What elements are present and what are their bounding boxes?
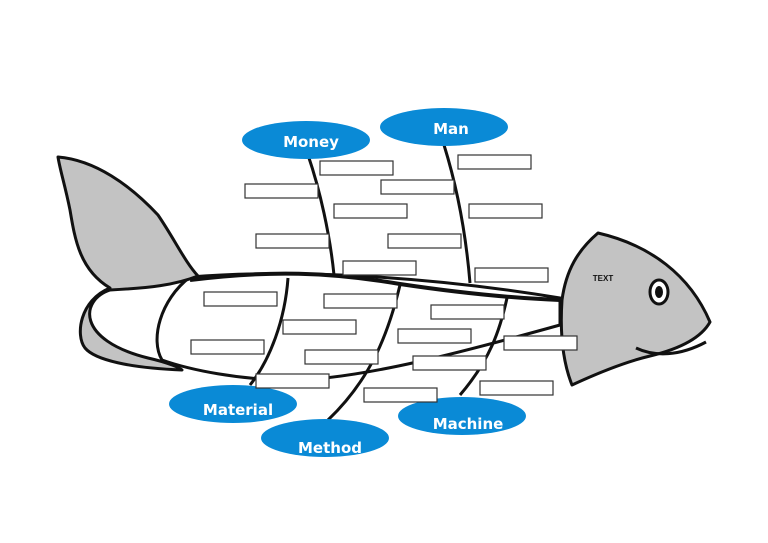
head-label: TEXT bbox=[593, 274, 614, 283]
category-man: Man bbox=[380, 108, 508, 146]
cause-box[interactable] bbox=[319, 160, 394, 176]
cause-box[interactable] bbox=[255, 233, 330, 249]
bone-machine bbox=[458, 297, 509, 396]
cause-box[interactable] bbox=[342, 260, 417, 276]
cause-box[interactable] bbox=[474, 267, 549, 283]
cause-box[interactable] bbox=[203, 291, 278, 307]
cause-box[interactable] bbox=[255, 373, 330, 389]
fish-spine bbox=[189, 271, 561, 302]
cause-box[interactable] bbox=[333, 203, 408, 219]
cause-box[interactable] bbox=[468, 203, 543, 219]
cause-box[interactable] bbox=[503, 335, 578, 351]
fish-head bbox=[559, 231, 712, 387]
category-machine: Machine bbox=[398, 397, 526, 435]
category-method: Method bbox=[261, 419, 389, 457]
cause-box[interactable] bbox=[363, 387, 438, 403]
fish-mouth bbox=[635, 340, 707, 356]
category-method-label: Method bbox=[298, 439, 362, 457]
bone-money bbox=[306, 154, 336, 276]
fish-eye-pupil bbox=[655, 286, 663, 298]
cause-box[interactable] bbox=[430, 304, 505, 320]
category-machine-label: Machine bbox=[433, 415, 504, 433]
bone-man bbox=[442, 144, 472, 284]
cause-boxes bbox=[190, 154, 578, 403]
fish-tail bbox=[56, 155, 200, 372]
category-money-label: Money bbox=[283, 133, 339, 151]
cause-box[interactable] bbox=[304, 349, 379, 365]
cause-box[interactable] bbox=[323, 293, 398, 309]
cause-box[interactable] bbox=[397, 328, 472, 344]
cause-box[interactable] bbox=[412, 355, 487, 371]
cause-box[interactable] bbox=[282, 319, 357, 335]
cause-box[interactable] bbox=[190, 339, 265, 355]
category-man-label: Man bbox=[433, 120, 469, 138]
category-material: Material bbox=[169, 385, 297, 423]
cause-box[interactable] bbox=[457, 154, 532, 170]
cause-box[interactable] bbox=[387, 233, 462, 249]
cause-box[interactable] bbox=[380, 179, 455, 195]
cause-box[interactable] bbox=[479, 380, 554, 396]
cause-box[interactable] bbox=[244, 183, 319, 199]
category-money: Money bbox=[242, 121, 370, 159]
category-material-label: Material bbox=[203, 401, 273, 419]
